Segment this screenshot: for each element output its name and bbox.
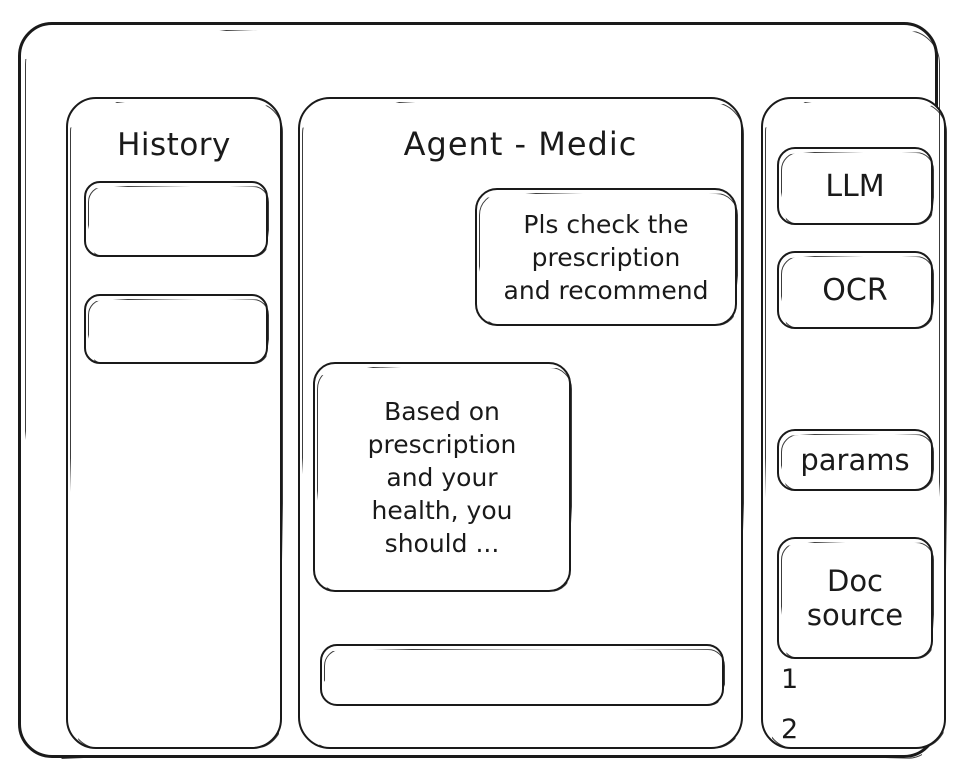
page-title: Agent - Medic xyxy=(403,125,638,163)
agent-message-bubble: Based on prescription and your health, y… xyxy=(313,362,571,592)
message-input[interactable] xyxy=(320,644,724,706)
doc-source-item-1[interactable]: 1 xyxy=(781,664,799,695)
history-panel-title: History xyxy=(117,127,231,163)
doc-source-label-line-2: source xyxy=(806,598,904,632)
doc-source-item-2[interactable]: 2 xyxy=(781,714,799,745)
user-message-bubble: Pls check the prescription and recommend xyxy=(475,188,737,326)
history-panel: History xyxy=(66,97,282,749)
doc-source-label-line-1: Doc xyxy=(826,563,884,598)
app-window-frame: History Agent - Medic Pls check the pres… xyxy=(18,22,946,758)
history-list-item[interactable] xyxy=(84,181,268,257)
tool-button-params[interactable]: params xyxy=(777,429,933,491)
tools-panel: LLM OCR params Doc source 1 2 xyxy=(761,97,946,749)
tool-button-llm[interactable]: LLM xyxy=(777,147,933,225)
user-message-text: Pls check the prescription and recommend xyxy=(503,209,709,305)
agent-conversation-panel: Agent - Medic Pls check the prescription… xyxy=(298,97,743,749)
agent-message-text: Based on prescription and your health, y… xyxy=(367,396,517,558)
tool-button-doc-source[interactable]: Doc source xyxy=(777,537,933,659)
history-list-item[interactable] xyxy=(84,294,268,364)
tool-button-ocr[interactable]: OCR xyxy=(777,251,933,329)
